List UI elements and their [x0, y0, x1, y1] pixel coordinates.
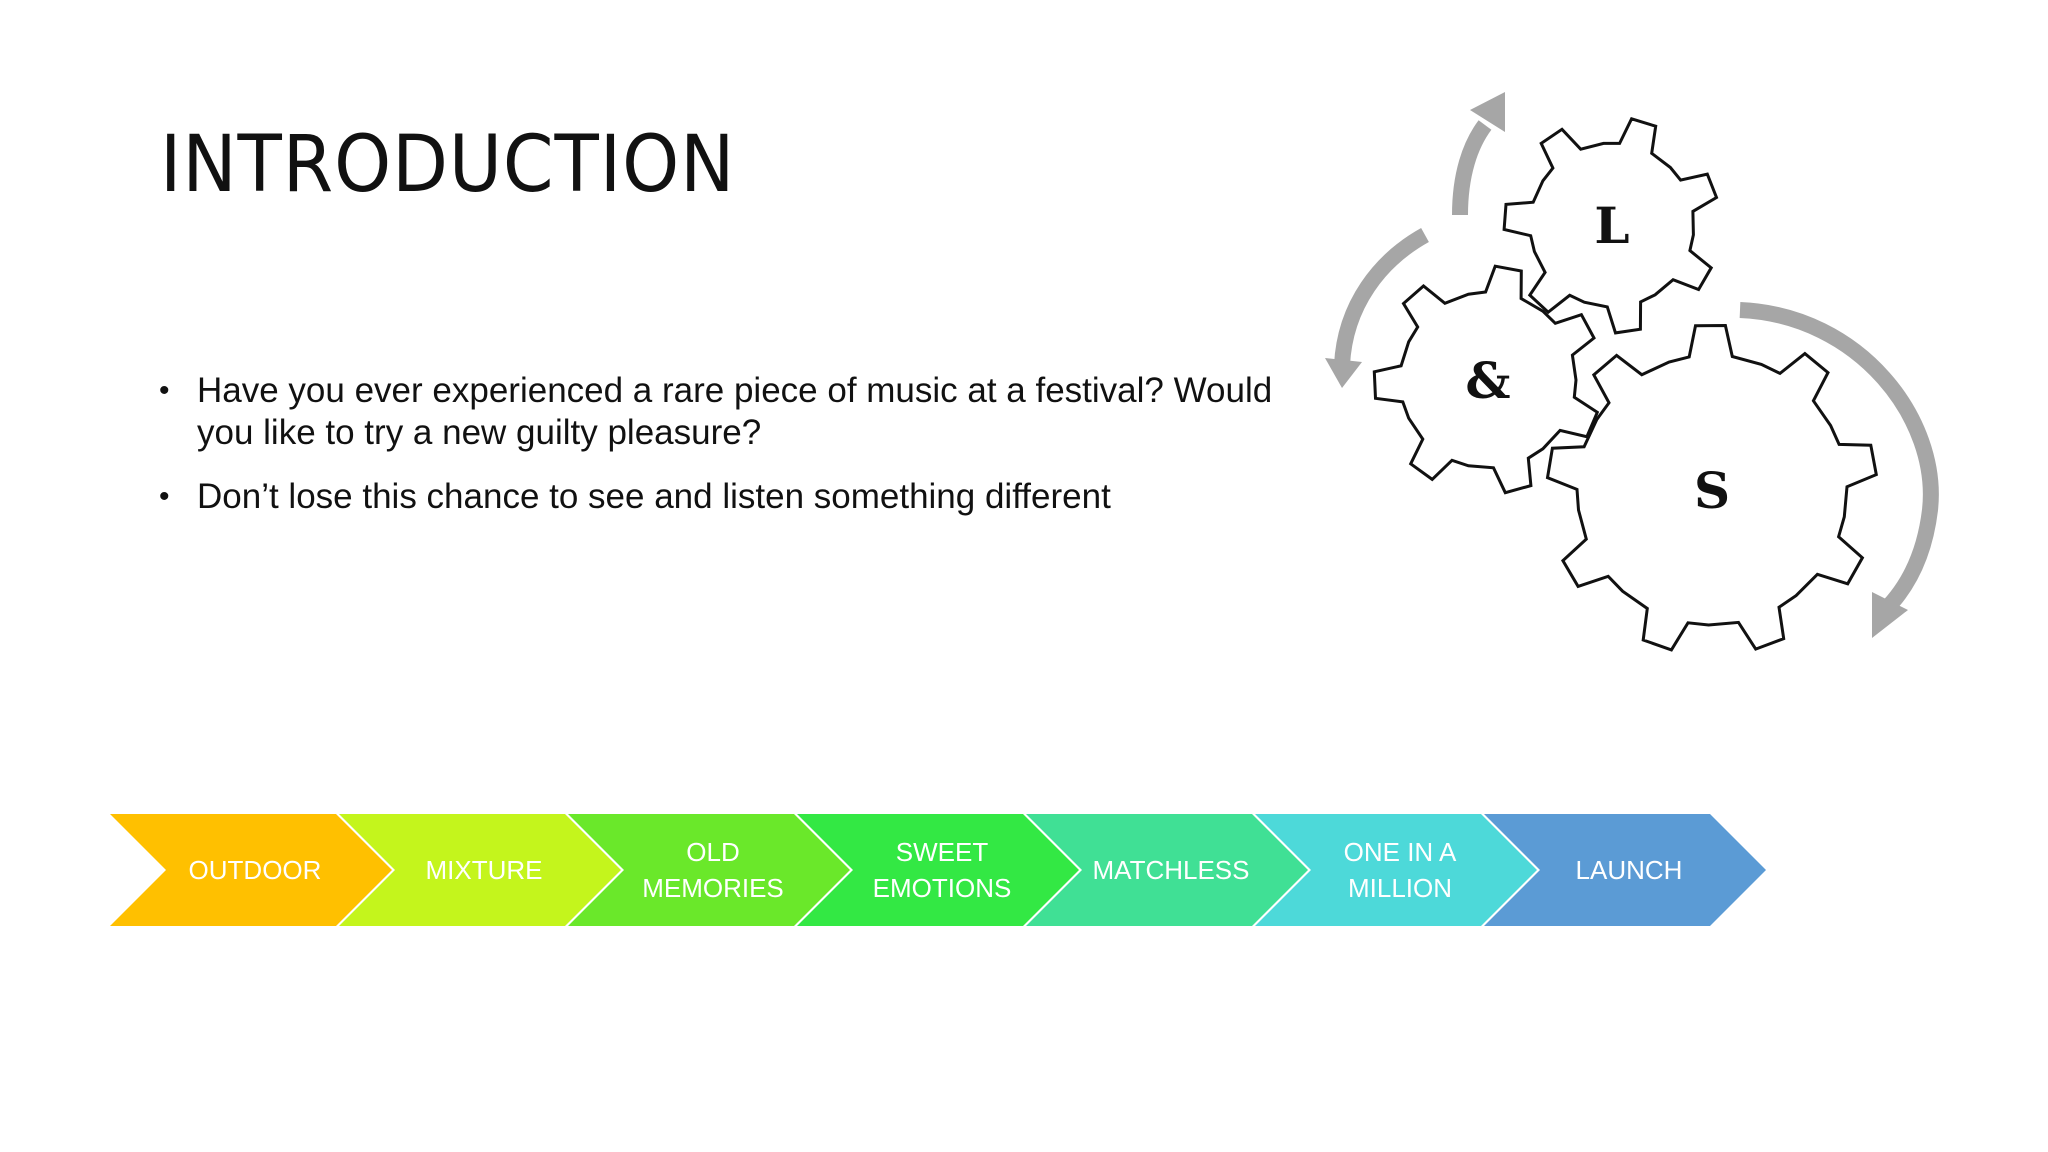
process-step-chevron [1255, 814, 1537, 926]
process-step-label: MIXTURE [426, 855, 543, 885]
bullet-text: Don’t lose this chance to see and listen… [197, 477, 1111, 516]
arrow-top-icon [1452, 120, 1492, 216]
bullet-item: • Don’t lose this chance to see and list… [155, 476, 1295, 518]
process-step-chevron [797, 814, 1079, 926]
process-step-chevron [110, 814, 392, 926]
gear-letter: S [1694, 461, 1730, 520]
arrow-top-head-icon [1470, 92, 1505, 132]
process-step-label: SWEET [896, 837, 989, 867]
arrow-left-head-icon [1325, 358, 1362, 388]
process-step-label: MEMORIES [642, 873, 784, 903]
arrow-right-icon [1739, 302, 1939, 616]
process-step-label: ONE IN A [1344, 837, 1457, 867]
gear-icon [1372, 264, 1600, 495]
gear-icon [1502, 116, 1719, 335]
arrow-left-icon [1334, 228, 1429, 366]
process-step-label: OUTDOOR [189, 855, 322, 885]
process-step-label: MILLION [1348, 873, 1452, 903]
gears-diagram: L & S [1325, 92, 1939, 652]
process-step-label: OLD [686, 837, 739, 867]
bullet-dot-icon: • [159, 480, 170, 513]
process-chevrons: OUTDOOR MIXTURE OLD MEMORIES SWEET EMOTIONS MA… [110, 814, 1766, 926]
process-step-label: EMOTIONS [873, 873, 1012, 903]
bullet-text: Have you ever experienced a rare piece o… [197, 371, 1273, 452]
bullet-dot-icon: • [159, 374, 170, 407]
cycle-arrows [1325, 92, 1939, 638]
process-step-chevron [339, 814, 621, 926]
process-step-chevron [1026, 814, 1308, 926]
gear-icon [1545, 323, 1878, 652]
arrow-right-head-icon [1872, 592, 1908, 638]
process-step-chevron [568, 814, 850, 926]
gear-letter: L [1594, 196, 1629, 255]
slide-title: INTRODUCTION [160, 120, 736, 210]
process-step-label: LAUNCH [1576, 855, 1683, 885]
gear-group: L & S [1372, 116, 1878, 652]
bullet-list: • Have you ever experienced a rare piece… [155, 370, 1295, 540]
process-step-label: MATCHLESS [1093, 855, 1250, 885]
bullet-item: • Have you ever experienced a rare piece… [155, 370, 1295, 454]
gear-letter: & [1465, 351, 1510, 410]
process-step-chevron [1484, 814, 1766, 926]
